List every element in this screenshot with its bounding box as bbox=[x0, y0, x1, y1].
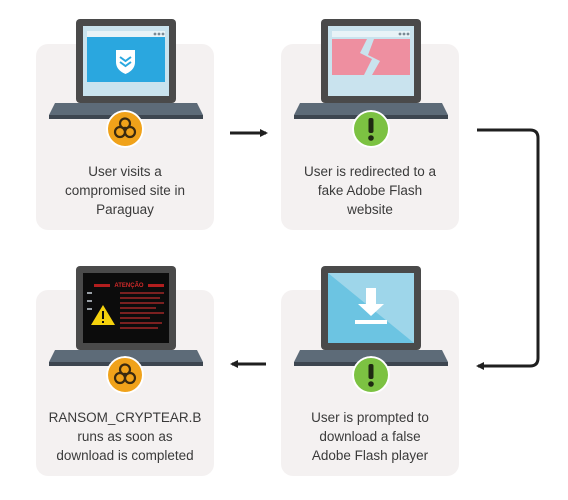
laptop-redirect bbox=[294, 19, 448, 119]
exclamation-icon bbox=[352, 110, 390, 148]
caption-line: User is prompted to bbox=[311, 410, 429, 425]
caption-line: download a false bbox=[319, 429, 421, 444]
biohazard-icon bbox=[106, 110, 144, 148]
caption-line: RANSOM_CRYPTEAR.B bbox=[48, 410, 202, 425]
compromised-page-screen bbox=[87, 31, 165, 82]
step-caption-redirect: User is redirected to a fake Adobe Flash… bbox=[281, 162, 459, 219]
arrow-redirect-to-prompt bbox=[476, 128, 540, 370]
download-icon bbox=[358, 288, 384, 316]
download-page-screen bbox=[328, 273, 414, 343]
caption-line: Paraguay bbox=[96, 202, 154, 217]
ransom-note-heading: ATENÇÃO bbox=[114, 282, 144, 289]
exclamation-icon bbox=[352, 356, 390, 394]
caption-line: fake Adobe Flash bbox=[317, 183, 423, 198]
laptop-ransom: ATENÇÃO bbox=[49, 266, 203, 366]
step-caption-prompt: User is prompted to download a false Ado… bbox=[281, 408, 459, 465]
step-caption-ransom: RANSOM_CRYPTEAR.B runs as soon as downlo… bbox=[36, 408, 214, 465]
step-caption-visit: User visits a compromised site in Paragu… bbox=[36, 162, 214, 219]
broken-page-screen bbox=[332, 31, 410, 75]
biohazard-icon bbox=[106, 356, 144, 394]
caption-line: Adobe Flash player bbox=[311, 448, 429, 463]
caption-line: User is redirected to a bbox=[303, 164, 437, 179]
caption-line: download is completed bbox=[56, 448, 194, 463]
broken-page-icon bbox=[332, 39, 372, 75]
ransom-note-screen: ATENÇÃO bbox=[87, 282, 164, 329]
caption-line: website bbox=[347, 202, 393, 217]
caption-line: runs as soon as bbox=[77, 429, 173, 444]
laptop-visit bbox=[49, 19, 203, 119]
caption-line: compromised site in bbox=[64, 183, 186, 198]
caption-line: User visits a bbox=[88, 164, 162, 179]
laptop-prompt bbox=[294, 266, 448, 366]
